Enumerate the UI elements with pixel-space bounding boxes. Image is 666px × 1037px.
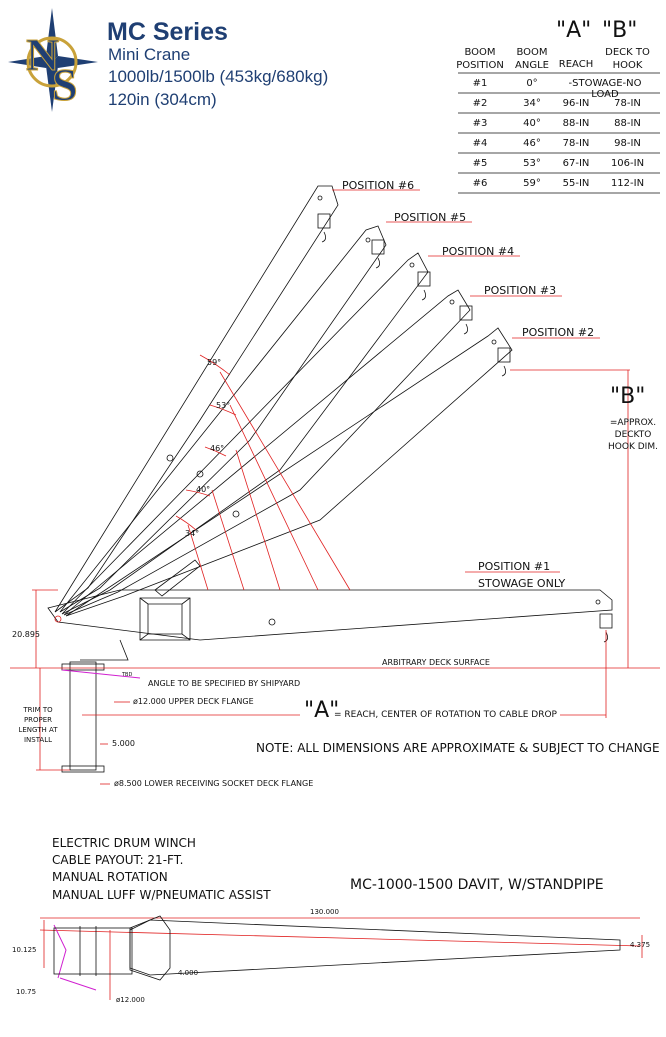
table-cell-deck: 78-IN [614,98,641,109]
b-desc-3: HOOK DIM. [608,442,658,452]
angle-note: ANGLE TO BE SPECIFIED BY SHIPYARD [148,679,301,688]
dim-1075: 10.75 [16,988,37,996]
label-position-4: POSITION #4 [442,245,515,258]
angle-59: 59° [207,358,222,367]
table-cell-angle: 59° [523,178,541,189]
table-cell-deck: 98-IN [614,138,641,149]
table-cell-reach: 55-IN [562,178,590,189]
table-cell-reach: 96-IN [562,98,590,109]
label-stowage-only: STOWAGE ONLY [478,577,566,590]
angle-40: 40° [196,485,211,494]
label-position-2: POSITION #2 [522,326,595,339]
table-cell-angle: 34° [523,98,541,109]
table-cell-reach: 88-IN [562,118,590,129]
trim-4: INSTALL [23,736,53,744]
header-deck-to-hook: DECK TO HOOK [605,47,650,71]
table-cell-angle: 0° [526,78,538,89]
a-dimension-label: "A" [304,698,340,723]
header-boom-angle: BOOM ANGLE [515,47,549,71]
table-cell-position: #6 [472,178,488,189]
label-position-5: POSITION #5 [394,211,467,224]
label-position-6: POSITION #6 [342,179,415,192]
dim-12000: ø12.000 [116,996,145,1004]
spec-3: MANUAL ROTATION [52,870,168,884]
angle-34: 34° [185,529,200,538]
a-dimension-desc: = REACH, CENTER OF ROTATION TO CABLE DRO… [334,710,557,720]
table-cell-angle: 46° [523,138,541,149]
lower-flange-label: ø8.500 LOWER RECEIVING SOCKET DECK FLANG… [114,779,314,788]
b-desc-1: =APPROX. [609,418,657,428]
table-cell-reach: 67-IN [562,158,590,169]
trim-2: PROPER [23,716,53,724]
table-cell-angle: 53° [523,158,541,169]
model-label: MC-1000-1500 DAVIT, W/STANDPIPE [350,877,604,893]
spec-1: ELECTRIC DRUM WINCH [52,836,196,850]
dim-130: 130.000 [310,908,339,916]
deck-surface-label: ARBITRARY DECK SURFACE [382,658,490,667]
hook-icon-4 [417,271,431,301]
hook-icon-3 [459,305,473,335]
header-reach: REACH [558,59,594,70]
tbd-label: TBD [122,672,133,678]
dim-20895: 20.895 [12,630,40,639]
hook-icon-5 [371,239,385,269]
hook-icon-2 [497,347,511,377]
hook-icon-1 [599,613,613,643]
subtitle-line-1: Mini Crane [108,45,191,64]
trim-1: TRIM TO [23,706,53,714]
upper-flange-label: ø12.000 UPPER DECK FLANGE [133,697,254,706]
table-cell-position: #4 [472,138,488,149]
angle-46: 46° [210,444,225,453]
label-position-3: POSITION #3 [484,284,557,297]
header-boom-position: BOOM POSITION [456,47,504,71]
trim-3: LENGTH AT [18,726,58,734]
b-dimension-label: "B" [610,384,646,409]
spec-2: CABLE PAYOUT: 21-FT. [52,853,184,867]
dim-10125: 10.125 [12,946,37,954]
hook-icon-6 [317,213,331,243]
subtitle-line-2: 1000lb/1500lb (453kg/680kg) [108,67,329,86]
table-cell-deck: 106-IN [610,158,645,169]
table-cell-position: #5 [472,158,488,169]
angle-53: 53° [216,401,231,410]
table-cell-position: #3 [472,118,488,129]
spec-4: MANUAL LUFF W/PNEUMATIC ASSIST [52,888,271,902]
column-b-quote: "B" [602,18,638,43]
dim-4375: 4.375 [630,941,651,949]
b-desc-2: DECKTO [614,430,652,440]
label-position-1: POSITION #1 [478,560,551,573]
dim-4000: 4.000 [178,969,199,977]
subtitle-line-3: 120in (304cm) [108,90,217,109]
column-a-quote: "A" [556,18,592,43]
table-cell-position: #2 [472,98,488,109]
table-cell-reach: 78-IN [562,138,590,149]
table-cell-deck: 112-IN [610,178,645,189]
approx-note: NOTE: ALL DIMENSIONS ARE APPROXIMATE & S… [256,741,660,755]
table-cell-stowage: -STOWAGE-NO LOAD [568,78,642,100]
table-cell-angle: 40° [523,118,541,129]
table-cell-deck: 88-IN [614,118,641,129]
dim-5000: 5.000 [112,739,135,748]
table-cell-position: #1 [472,78,488,89]
page-title: MC Series [107,18,228,46]
